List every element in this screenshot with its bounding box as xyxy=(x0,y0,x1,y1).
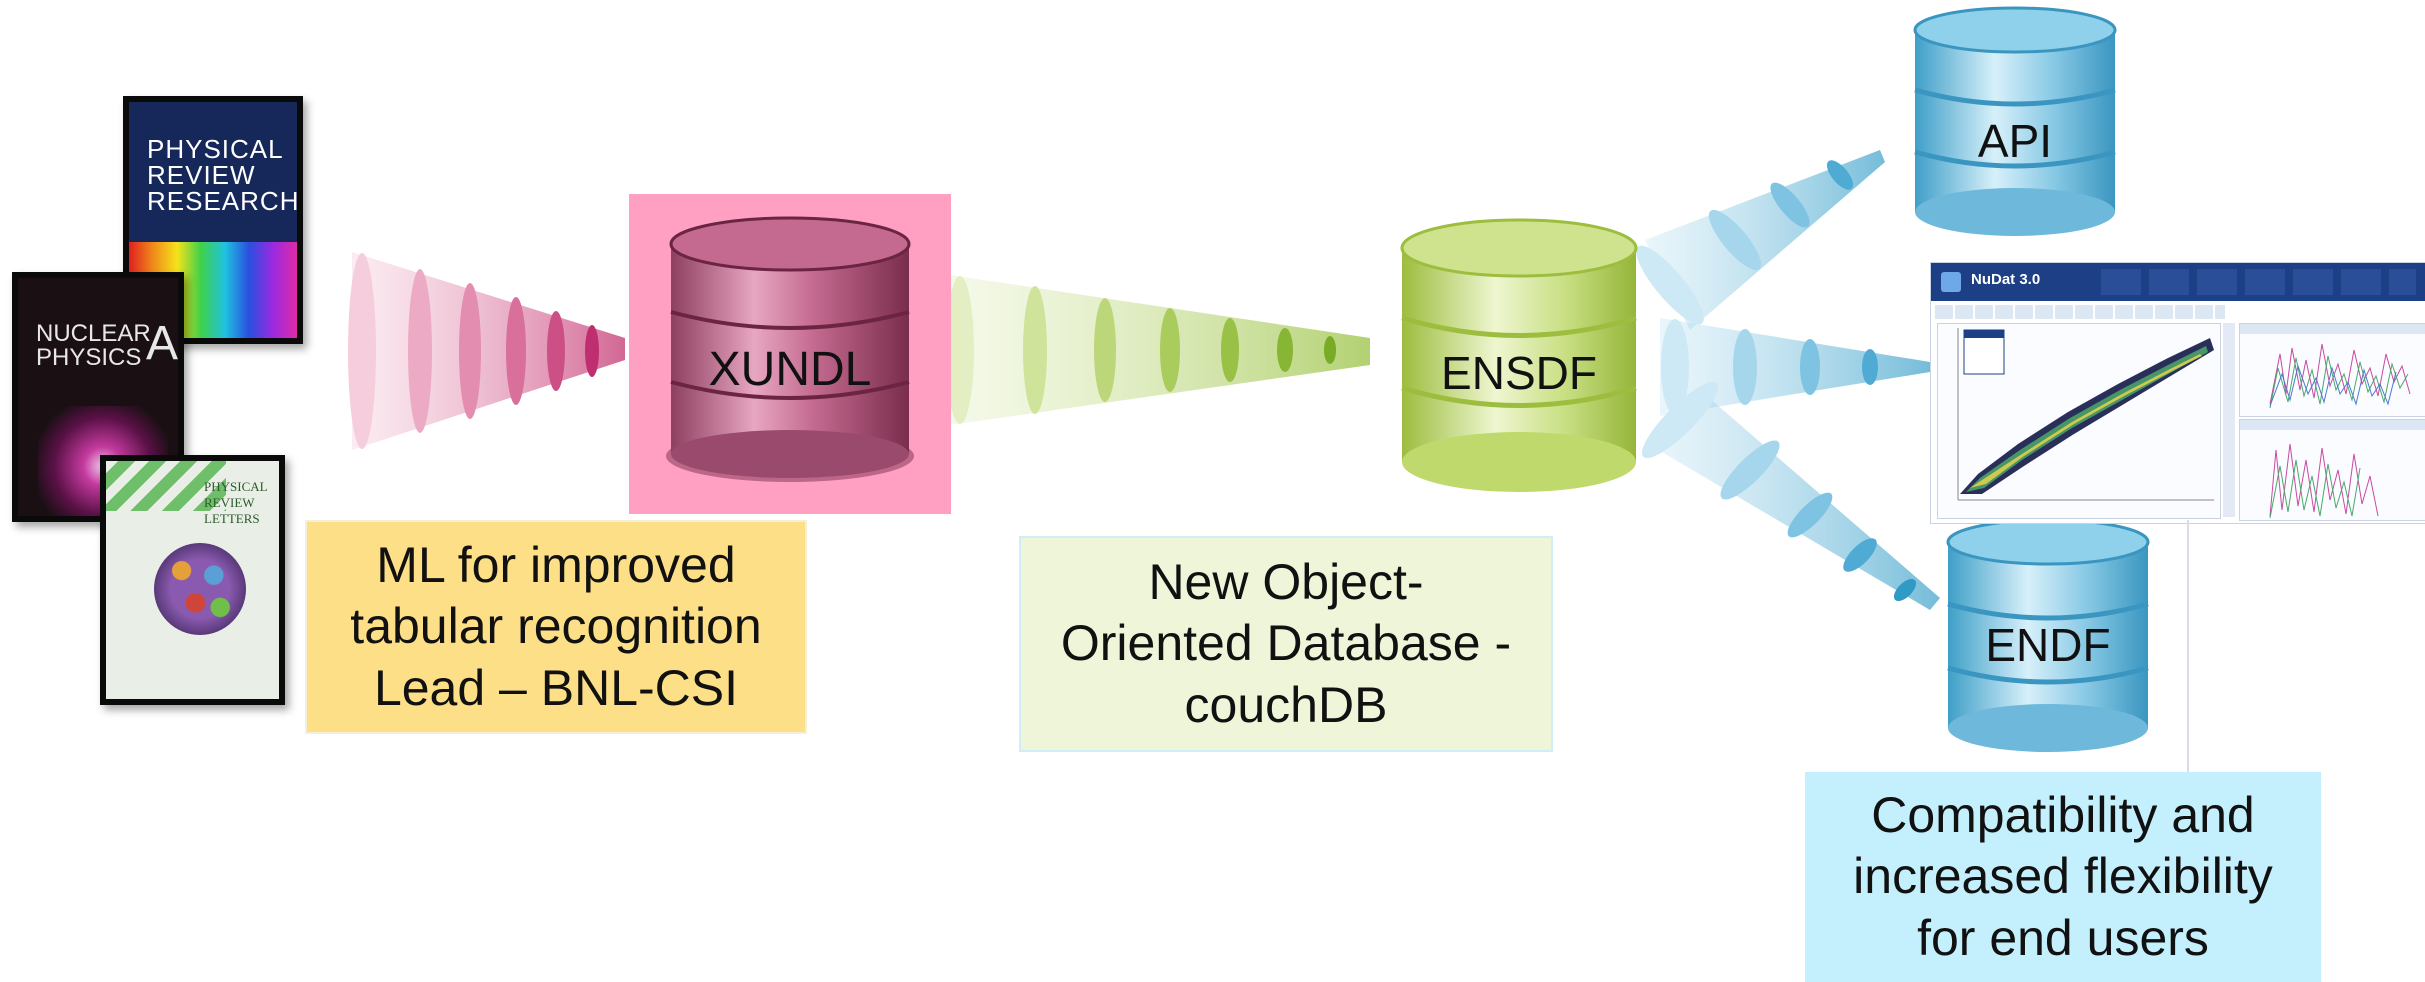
xundl-database: XUNDL xyxy=(629,194,951,514)
vertical-divider-line xyxy=(2187,520,2189,772)
caption-line: couchDB xyxy=(1184,676,1388,733)
ensdf-label: ENSDF xyxy=(1441,347,1597,399)
endf-database: ENDF xyxy=(1945,518,2151,754)
caption-line: Lead – BNL-CSI xyxy=(373,659,739,716)
database-cylinder-icon xyxy=(1946,518,2150,752)
nudat-plot-bottom xyxy=(2239,419,2425,521)
database-cylinder-icon xyxy=(1913,6,2117,236)
nudat-side-divider xyxy=(2223,323,2235,517)
nudat-screenshot: NuDat 3.0 xyxy=(1930,262,2425,524)
cover-stripes xyxy=(106,461,226,511)
nudat-spectrum-plot xyxy=(2269,443,2379,519)
nudat-header-links xyxy=(2101,269,2416,295)
nudat-chart-panel xyxy=(1937,323,2221,519)
funnel-pink xyxy=(348,252,625,450)
nudat-logo-icon xyxy=(1941,272,1961,292)
caption-oodb-box: New Object- Oriented Database - couchDB xyxy=(1019,536,1553,752)
funnel-blue-endf xyxy=(1641,381,1940,610)
funnel-blue-nudat xyxy=(1660,318,1930,416)
nudat-plot-top xyxy=(2239,323,2425,417)
cover-title-line: LETTERS xyxy=(204,511,260,526)
ensdf-database: ENSDF xyxy=(1398,218,1640,496)
caption-compat-box: Compatibility and increased flexibility … xyxy=(1805,772,2321,982)
caption-line: Compatibility and xyxy=(1871,786,2255,843)
cover-molecule-art xyxy=(154,543,246,635)
caption-line: New Object- xyxy=(1148,553,1424,610)
nudat-chart-of-nuclides xyxy=(1957,328,2214,501)
cover-title-line: NUCLEAR xyxy=(36,320,151,347)
cover-title-line: REVIEW xyxy=(204,495,255,510)
nudat-logo: NuDat 3.0 xyxy=(1971,271,2041,288)
database-cylinder-icon xyxy=(666,216,914,482)
nudat-header: NuDat 3.0 xyxy=(1931,263,2425,301)
caption-ml-box: ML for improved tabular recognition Lead… xyxy=(305,520,807,734)
database-cylinder-icon xyxy=(1400,218,1638,492)
api-label: API xyxy=(1977,115,2053,167)
xundl-label: XUNDL xyxy=(708,343,872,396)
journal-cover-physical-review-letters: PHYSICAL REVIEW LETTERS xyxy=(100,455,285,705)
endf-label: ENDF xyxy=(1985,619,2111,671)
funnel-blue-api xyxy=(1636,150,1885,330)
nudat-spectrum-plot xyxy=(2269,343,2411,409)
caption-line: Oriented Database - xyxy=(1060,615,1512,672)
cover-title-letter: A xyxy=(146,317,179,370)
cover-title-line: REVIEW xyxy=(147,160,256,190)
caption-line: tabular recognition xyxy=(350,598,762,655)
funnel-green xyxy=(946,275,1370,425)
cover-title-line: RESEARCH xyxy=(147,186,300,216)
cover-title-line: PHYSICS xyxy=(36,344,142,371)
api-database: API xyxy=(1912,6,2118,238)
caption-line: increased flexibility xyxy=(1853,848,2273,905)
caption-line: ML for improved xyxy=(376,536,736,593)
caption-line: for end users xyxy=(1917,909,2209,966)
nudat-tabs xyxy=(1935,305,2225,319)
cover-title-line: PHYSICAL xyxy=(147,134,284,164)
cover-title-line: PHYSICAL xyxy=(204,479,268,494)
